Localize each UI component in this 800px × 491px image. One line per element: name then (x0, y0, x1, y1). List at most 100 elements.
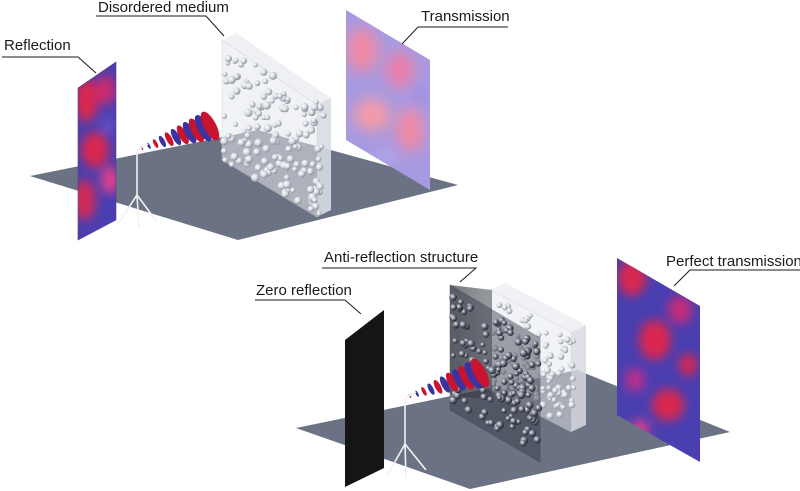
scatterer-sphere (523, 317, 529, 324)
scatterer-sphere (306, 185, 315, 194)
scatterer-sphere (535, 404, 543, 412)
scatterer-sphere (528, 384, 536, 392)
scatterer-sphere (552, 387, 559, 394)
zero-reflection-screen (345, 310, 384, 487)
scatterer-sphere (501, 320, 507, 326)
scatterer-sphere (292, 166, 298, 172)
scatterer-sphere (268, 71, 277, 80)
scatterer-sphere (262, 78, 269, 84)
scatterer-sphere (556, 411, 563, 418)
scatterer-sphere (506, 307, 513, 315)
scatterer-sphere (528, 429, 536, 437)
scatterer-sphere (543, 330, 549, 336)
scatterer-sphere (302, 131, 310, 139)
scatterer-sphere (316, 211, 322, 217)
scatterer-sphere (480, 342, 486, 348)
scatterer-sphere (316, 183, 324, 190)
scatterer-sphere (519, 439, 527, 447)
scatterer-sphere (544, 366, 551, 374)
scatterer-sphere (267, 163, 275, 171)
wavefront-disc (182, 121, 197, 144)
scatterer-sphere (456, 303, 463, 311)
reflection-label: Reflection (4, 37, 71, 54)
scatterer-sphere (293, 104, 299, 111)
scatterer-sphere (256, 103, 263, 110)
scatterer-sphere (285, 96, 291, 102)
scatterer-sphere (449, 293, 457, 301)
scatterer-sphere (546, 379, 551, 384)
scatterer-sphere (528, 361, 536, 369)
scatterer-sphere (492, 353, 499, 360)
scatterer-sphere (499, 359, 508, 368)
scatterer-sphere (308, 205, 314, 212)
scatterer-sphere (284, 174, 290, 181)
scatterer-sphere (504, 396, 513, 404)
scatterer-sphere (254, 164, 262, 172)
scatterer-sphere (252, 114, 259, 121)
scatterer-sphere (488, 366, 496, 375)
scatterer-sphere (285, 145, 293, 153)
scatterer-sphere (260, 170, 269, 179)
scatterer-sphere (535, 360, 542, 367)
wavefront-disc (452, 369, 466, 391)
scatterer-sphere (501, 384, 509, 392)
tripod-stand-bottom (387, 391, 427, 479)
scatterer-sphere (522, 429, 529, 436)
tripod-stand (117, 143, 158, 229)
scatterer-sphere (496, 395, 502, 401)
scatterer-sphere (516, 419, 522, 425)
scatterer-sphere (263, 124, 272, 133)
scatterer-sphere (514, 398, 521, 405)
scatterer-sphere (543, 343, 549, 349)
wavefront-disc (433, 379, 443, 394)
scatterer-sphere (467, 305, 474, 312)
wavefront-disc (170, 128, 182, 146)
top-scene (30, 10, 458, 241)
scatterer-sphere (546, 412, 554, 420)
scatterer-sphere (459, 321, 467, 329)
wavefront-disc (439, 376, 451, 393)
scatterer-sphere (281, 105, 289, 113)
scatterer-sphere (245, 155, 253, 164)
scatterer-sphere (301, 159, 310, 168)
scatterer-sphere (496, 329, 503, 337)
scatterer-sphere (269, 137, 278, 145)
scatterer-sphere (571, 385, 577, 391)
scatterer-sphere (302, 120, 309, 127)
wavefront-disc (464, 362, 482, 389)
scatterer-sphere (494, 385, 501, 391)
scatterer-sphere (511, 390, 517, 397)
scatterer-sphere (233, 87, 241, 95)
reflection-speckle-screen (78, 62, 116, 240)
scatterer-sphere (540, 385, 546, 391)
scatterer-sphere (546, 385, 552, 391)
scatterer-sphere (233, 57, 239, 63)
scatterer-sphere (522, 338, 529, 345)
scatterer-sphere (508, 379, 515, 386)
scatterer-sphere (517, 391, 526, 400)
scatterer-sphere (547, 352, 554, 360)
scatterer-sphere (464, 406, 473, 414)
scatterer-sphere (285, 131, 291, 137)
scatterer-sphere (512, 362, 520, 371)
scatterer-sphere (286, 155, 295, 163)
scatterer-sphere (293, 161, 300, 168)
scatterer-sphere (568, 401, 576, 409)
anti-reflection-structure (449, 283, 586, 463)
scatterer-sphere (513, 375, 520, 382)
scatterer-sphere (281, 190, 290, 198)
scatterer-sphere (495, 367, 501, 373)
scatterer-sphere (481, 322, 489, 331)
scatterer-sphere (514, 338, 523, 346)
scatterer-sphere (479, 387, 487, 394)
scatterer-sphere (254, 80, 261, 87)
scatterer-sphere (519, 349, 528, 357)
scatterer-sphere (509, 423, 516, 430)
transmission-label: Transmission (421, 8, 510, 25)
scatterer-sphere (254, 138, 263, 147)
scatterer-sphere (229, 93, 235, 100)
scatterer-sphere (483, 358, 489, 365)
scatterer-sphere (233, 121, 239, 127)
scatterer-sphere (530, 409, 539, 417)
